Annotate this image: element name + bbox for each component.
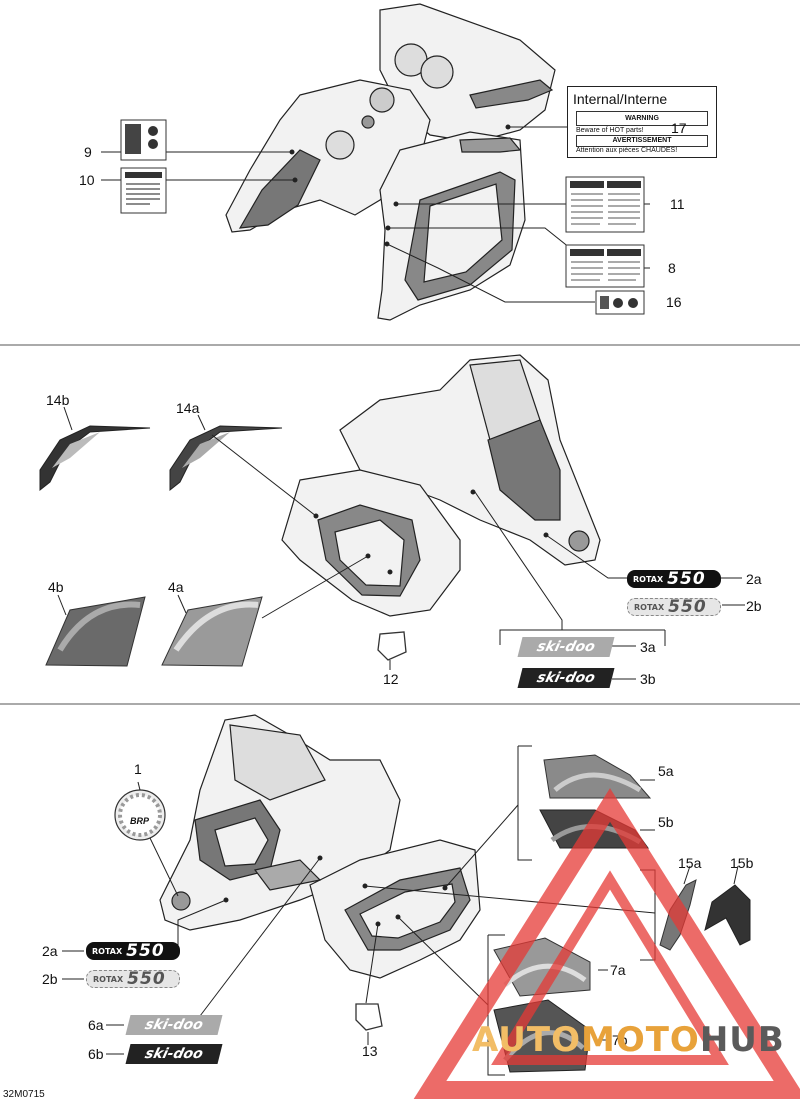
hood-front-view-bottom [159,714,481,979]
brp-logo-text: BRP [130,816,150,826]
callout-15b: 15b [730,855,754,871]
label17-line-fr: Attention aux pièces CHAUDES! [576,147,678,154]
watermark-part-2: MOTO [580,1020,700,1060]
callout-15a: 15a [678,855,702,871]
label-11-card [565,176,645,233]
callout-2a-bottom: 2a [42,943,58,959]
skidoo-decal-3b: ski-doo [517,668,615,688]
brp-logo-badge [114,789,166,841]
callout-2b-bottom: 2b [42,971,58,987]
callout-13: 13 [362,1043,378,1059]
callout-9: 9 [84,144,92,160]
callout-7b: 7b [612,1032,628,1048]
label17-title: Internal/Interne [573,91,668,107]
callout-1: 1 [134,761,142,777]
callout-7a: 7a [610,962,626,978]
callout-6b: 6b [88,1046,104,1062]
label-9-card [120,119,167,161]
watermark-logo: AUTOMOTOHUB [472,1020,785,1060]
pad-12 [377,631,407,661]
rotax-model: 550 [126,941,165,961]
callout-3a: 3a [640,639,656,655]
skidoo-decal-3a: ski-doo [517,637,615,657]
rotax-decal-2a: ROTAX 550 [627,569,721,589]
rotax-decal-2b: ROTAX 550 [627,597,721,617]
hood-side-view-middle [281,354,601,617]
pad-13 [355,1003,383,1031]
callout-11: 11 [670,196,685,212]
rotax-word: ROTAX [634,602,665,612]
watermark-part-1: AUTO [472,1020,581,1060]
callout-14a: 14a [176,400,200,416]
callout-12: 12 [383,671,399,687]
skidoo-decal-6b: ski-doo [125,1044,223,1064]
label-10-card [120,167,167,214]
decal-14a [169,425,283,492]
decal-4b [45,596,146,667]
callout-5b: 5b [658,814,674,830]
rotax-decal-2b-bottom: ROTAX 550 [86,969,180,989]
callout-16: 16 [666,294,682,310]
label17-warning-en: WARNING [576,111,708,126]
label17-line-en: Beware of HOT parts! [576,127,644,134]
callout-2a-top: 2a [746,571,762,587]
internal-warning-label-17: Internal/Interne WARNING Beware of HOT p… [567,86,717,158]
decal-5a [543,754,652,799]
hood-top-view [225,3,556,321]
callout-17: 17 [671,120,687,136]
decal-15b [704,884,751,946]
skidoo-decal-6a: ski-doo [125,1015,223,1035]
diagram-code: 32M0715 [3,1089,45,1100]
rotax-model: 550 [667,569,706,589]
callout-8: 8 [668,260,676,276]
callout-14b: 14b [46,392,70,408]
decal-14b [39,425,151,492]
label-8-card [565,244,645,288]
rotax-word: ROTAX [633,574,664,584]
rotax-model: 550 [127,969,166,989]
callout-3b: 3b [640,671,656,687]
callout-6a: 6a [88,1017,104,1033]
callout-5a: 5a [658,763,674,779]
callout-4b: 4b [48,579,64,595]
decal-4a [161,596,263,667]
rotax-word: ROTAX [92,946,123,956]
callout-10: 10 [79,172,95,188]
watermark-triangle [413,788,800,1099]
callout-2b-top: 2b [746,598,762,614]
callout-4a: 4a [168,579,184,595]
label-16-card [595,290,645,315]
rotax-model: 550 [668,597,707,617]
label17-warning-fr: AVERTISSEMENT [576,135,708,147]
watermark-part-3: HUB [699,1020,785,1060]
rotax-decal-2a-bottom: ROTAX 550 [86,941,180,961]
rotax-word: ROTAX [93,974,124,984]
